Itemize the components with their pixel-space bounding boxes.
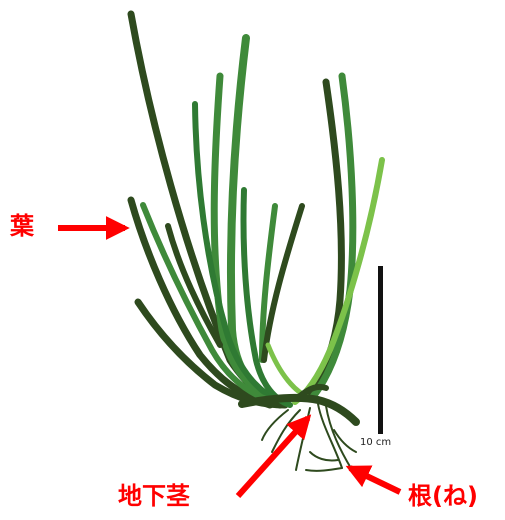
label-root: 根(ね) [408,484,478,508]
label-rhizome: 地下茎 [118,484,190,508]
scale-bar [378,266,383,434]
arrow-root [350,468,400,492]
plant-leaves [131,14,382,405]
scale-bar-label: 10 cm [360,437,391,448]
label-leaf: 葉 [10,214,34,238]
arrow-rhizome [238,418,308,496]
